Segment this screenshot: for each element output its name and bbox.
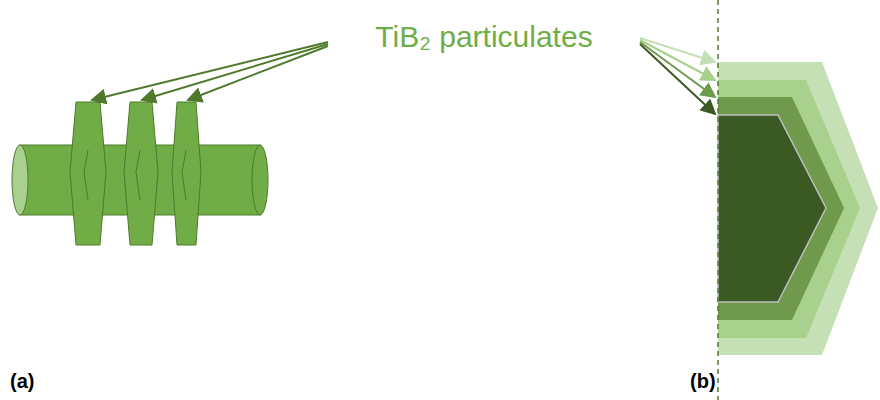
layered-particle	[718, 0, 878, 400]
particulate-label: TiB₂ particulates	[375, 20, 592, 53]
fibre-with-discs	[12, 102, 268, 245]
panel-label: (b)	[690, 370, 716, 392]
panel-label: (a)	[10, 370, 34, 392]
